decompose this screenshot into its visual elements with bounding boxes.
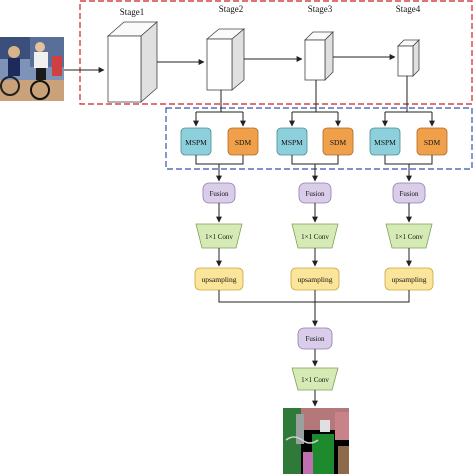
final-fusion-label: Fusion xyxy=(305,335,325,343)
fusion-label: Fusion xyxy=(305,190,325,198)
sdm-label: SDM xyxy=(235,138,252,147)
fusion-to-conv-arrows xyxy=(216,203,412,223)
fusion-label: Fusion xyxy=(399,190,419,198)
stage1-block xyxy=(106,21,159,103)
conv-block xyxy=(195,223,243,249)
upsampling-row: upsampling upsampling upsampling xyxy=(194,267,434,291)
stage2-label: Stage2 xyxy=(219,4,244,14)
conv-to-upsampling-arrows xyxy=(216,248,412,267)
stage4-label: Stage4 xyxy=(396,4,421,14)
modules-region xyxy=(165,107,473,170)
sdm-label: SDM xyxy=(330,138,347,147)
stage1-label: Stage1 xyxy=(120,7,145,17)
mspm-label: MSPM xyxy=(374,138,396,147)
conv-label: 1×1 Conv xyxy=(205,233,233,241)
upsampling-label: upsampling xyxy=(202,275,237,284)
stages-region xyxy=(79,0,473,105)
upsampling-label: upsampling xyxy=(298,275,333,284)
upsampling-label: upsampling xyxy=(392,275,427,284)
branch-1: MSPM SDM xyxy=(180,127,259,156)
conv-label: 1×1 Conv xyxy=(301,233,329,241)
stage3-block xyxy=(304,31,334,81)
segmentation-map-icon xyxy=(283,408,349,474)
branch-2: MSPM SDM xyxy=(276,127,354,156)
conv-label: 1×1 Conv xyxy=(395,233,423,241)
stage4-block xyxy=(397,39,420,77)
upsampling-merge-connectors xyxy=(218,290,410,327)
conv-block xyxy=(385,223,433,249)
fusion-row: Fusion Fusion Fusion xyxy=(202,182,426,204)
conv-block xyxy=(291,223,339,249)
input-image-icon xyxy=(0,37,64,101)
stage2-block xyxy=(205,28,246,91)
fusion-label: Fusion xyxy=(209,190,229,198)
branch-3: MSPM SDM xyxy=(369,127,448,156)
mspm-label: MSPM xyxy=(281,138,303,147)
final-conv-block xyxy=(291,367,339,391)
module-to-fusion-connectors xyxy=(195,155,433,182)
sdm-label: SDM xyxy=(424,138,441,147)
stage3-label: Stage3 xyxy=(308,4,333,14)
mspm-label: MSPM xyxy=(185,138,207,147)
conv-row: 1×1 Conv 1×1 Conv 1×1 Conv xyxy=(195,223,433,249)
final-conv-label: 1×1 Conv xyxy=(301,376,329,384)
stage-to-module-connectors xyxy=(193,76,435,127)
